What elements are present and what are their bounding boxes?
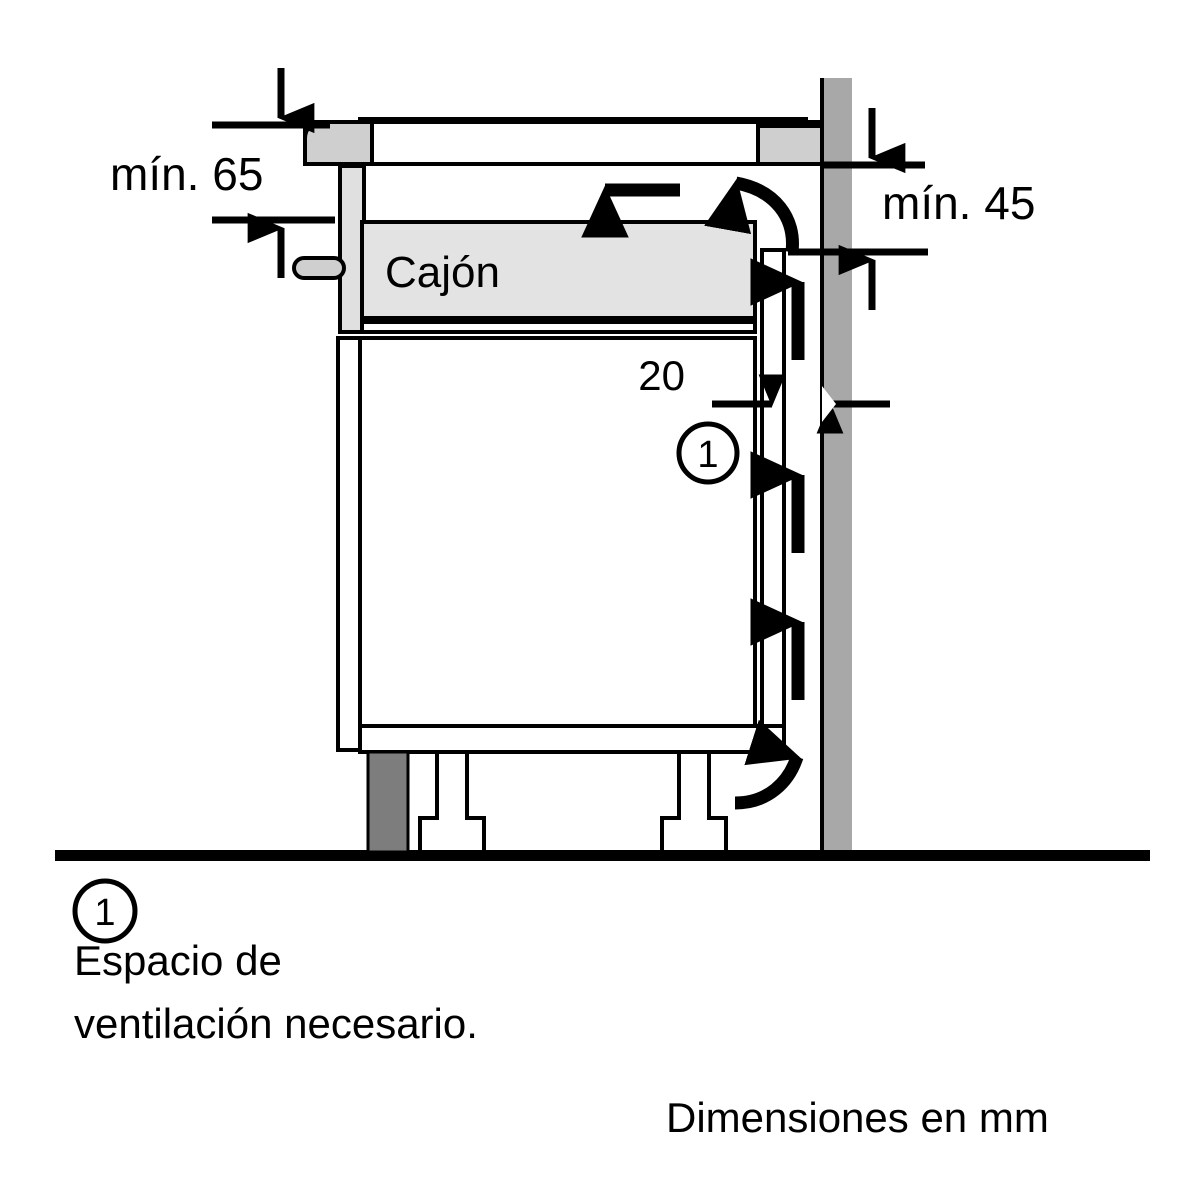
dim-label-min-65: mín. 65 — [110, 148, 263, 200]
legend-callout-marker: 1 — [72, 878, 138, 944]
dimension-min-45: mín. 45 — [788, 108, 1035, 310]
cabinet-plinth — [366, 750, 410, 854]
legend-callout-number: 1 — [94, 892, 115, 934]
legend-note-line-1: Espacio de — [74, 937, 282, 984]
cabinet — [292, 164, 786, 854]
floor-line — [55, 850, 1150, 861]
airflow-arrows — [581, 176, 805, 810]
units-note: Dimensiones en mm — [666, 1094, 1049, 1141]
cabinet-leg-left — [418, 750, 486, 854]
cabinet-left-side-panel — [336, 336, 362, 752]
airflow-arrow-curve-top — [704, 176, 799, 253]
cabinet-body — [358, 336, 757, 734]
cabinet-bottom-board — [358, 724, 786, 754]
callout-marker-1: 1 — [676, 421, 740, 485]
dimension-gap-20: 20 — [638, 352, 890, 434]
cabinet-rear-panel — [760, 248, 786, 734]
dim-notch-20 — [822, 386, 836, 422]
drawer-box — [360, 220, 757, 320]
cooktop — [303, 117, 824, 166]
cabinet-leg-right — [660, 750, 728, 854]
drawer-handle — [292, 256, 346, 280]
dim-label-min-45: mín. 45 — [882, 177, 1035, 229]
drawer-bottom-rail — [360, 320, 757, 334]
wall — [820, 78, 852, 858]
cooktop-right-endcap — [756, 124, 824, 166]
dimension-min-65: mín. 65 — [110, 68, 335, 278]
drawer-label: Cajón — [385, 248, 500, 297]
legend-note-line-2: ventilación necesario. — [74, 1000, 478, 1047]
airflow-arrow-curve-bottom — [734, 719, 804, 810]
callout-marker-1-number: 1 — [697, 434, 718, 476]
legend: 1 Espacio de ventilación necesario. — [72, 878, 478, 1047]
dim-label-gap-20: 20 — [638, 352, 685, 399]
